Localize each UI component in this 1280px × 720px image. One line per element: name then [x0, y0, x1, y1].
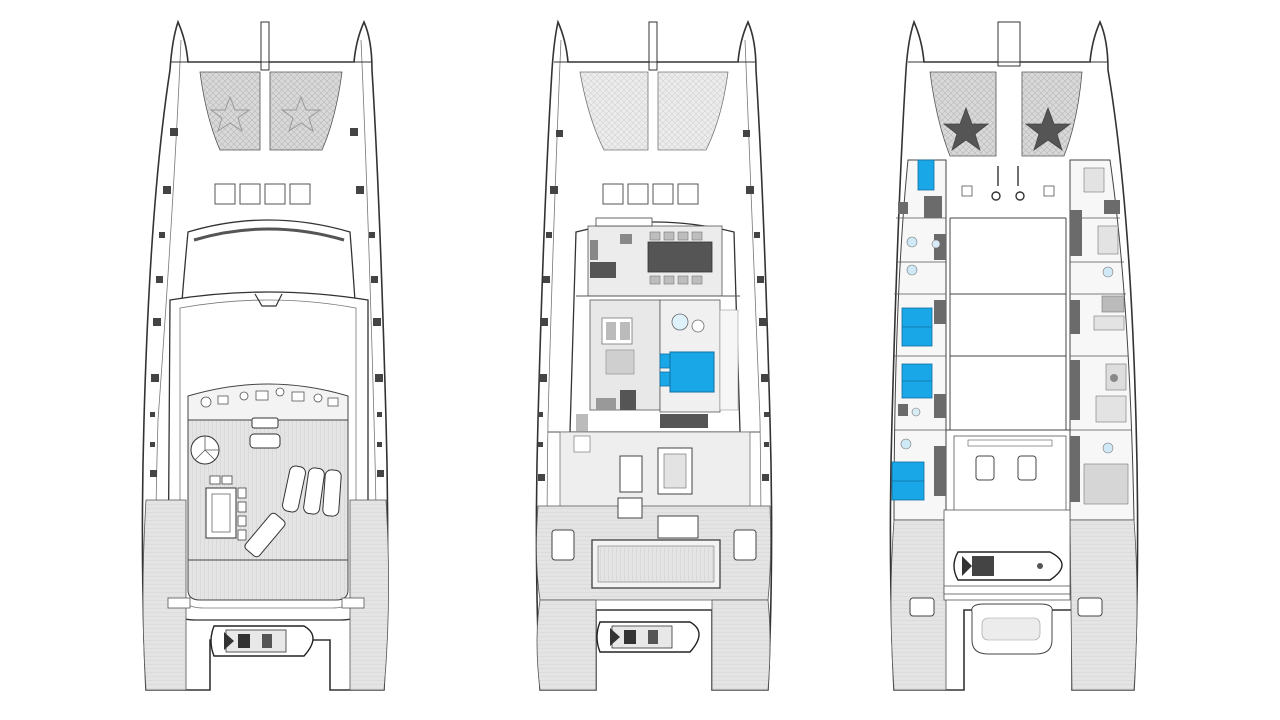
starfish-icon	[209, 95, 251, 133]
trampoline-port	[579, 71, 649, 151]
starfish-icon	[942, 106, 990, 152]
starfish-icon	[1024, 106, 1072, 152]
hatch-icon	[350, 128, 358, 136]
bed-blue	[669, 351, 715, 393]
trampoline-starboard	[657, 71, 729, 151]
main-deck-plan	[535, 19, 773, 691]
trampoline-port	[199, 71, 261, 151]
tender-boat-icon	[210, 625, 314, 657]
trampoline-port	[929, 71, 997, 157]
hatch-icon	[743, 130, 750, 137]
bed-blue	[917, 159, 935, 191]
lower-deck-plan	[889, 19, 1139, 691]
flybridge-plan	[141, 19, 389, 691]
trampoline-starboard	[269, 71, 343, 151]
tender-boat-icon	[596, 621, 700, 653]
hatch-icon	[556, 130, 563, 137]
hatch-icon	[170, 128, 178, 136]
tender-boat-icon	[953, 551, 1063, 581]
trampoline-starboard	[1021, 71, 1083, 157]
hatch-icon	[163, 186, 171, 194]
starfish-icon	[280, 95, 322, 133]
hatch-icon	[356, 186, 364, 194]
